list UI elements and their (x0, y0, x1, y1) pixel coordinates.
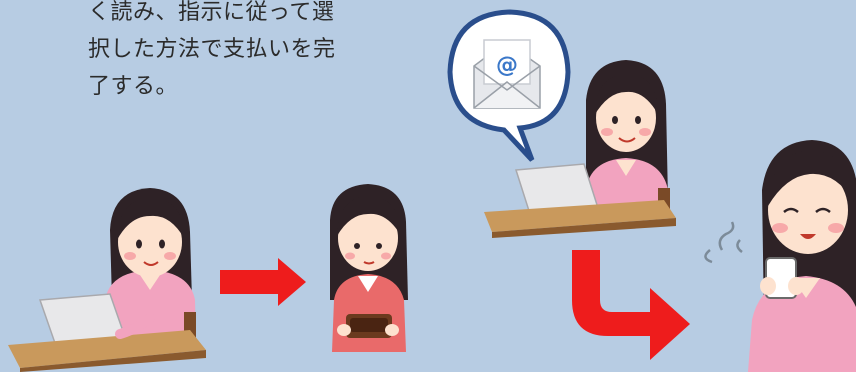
caption-line-3: 了する。 (88, 74, 179, 99)
email-speech-bubble-icon: @ (447, 9, 571, 162)
caption-line-2: 択した方法で支払いを完 (88, 37, 336, 62)
woman-wallet-illustration (330, 184, 408, 352)
at-symbol: @ (496, 53, 518, 78)
right-arrow-icon (220, 258, 306, 306)
woman-relaxed-coffee-illustration (704, 140, 856, 372)
curved-arrow-icon (572, 250, 690, 360)
instruction-caption: く読み、指示に従って選 択した方法で支払いを完 了する。 (88, 0, 388, 105)
woman-laptop-smiling-illustration (484, 60, 676, 238)
caption-line-1: く読み、指示に従って選 (88, 0, 335, 25)
woman-laptop-illustration (8, 188, 206, 372)
